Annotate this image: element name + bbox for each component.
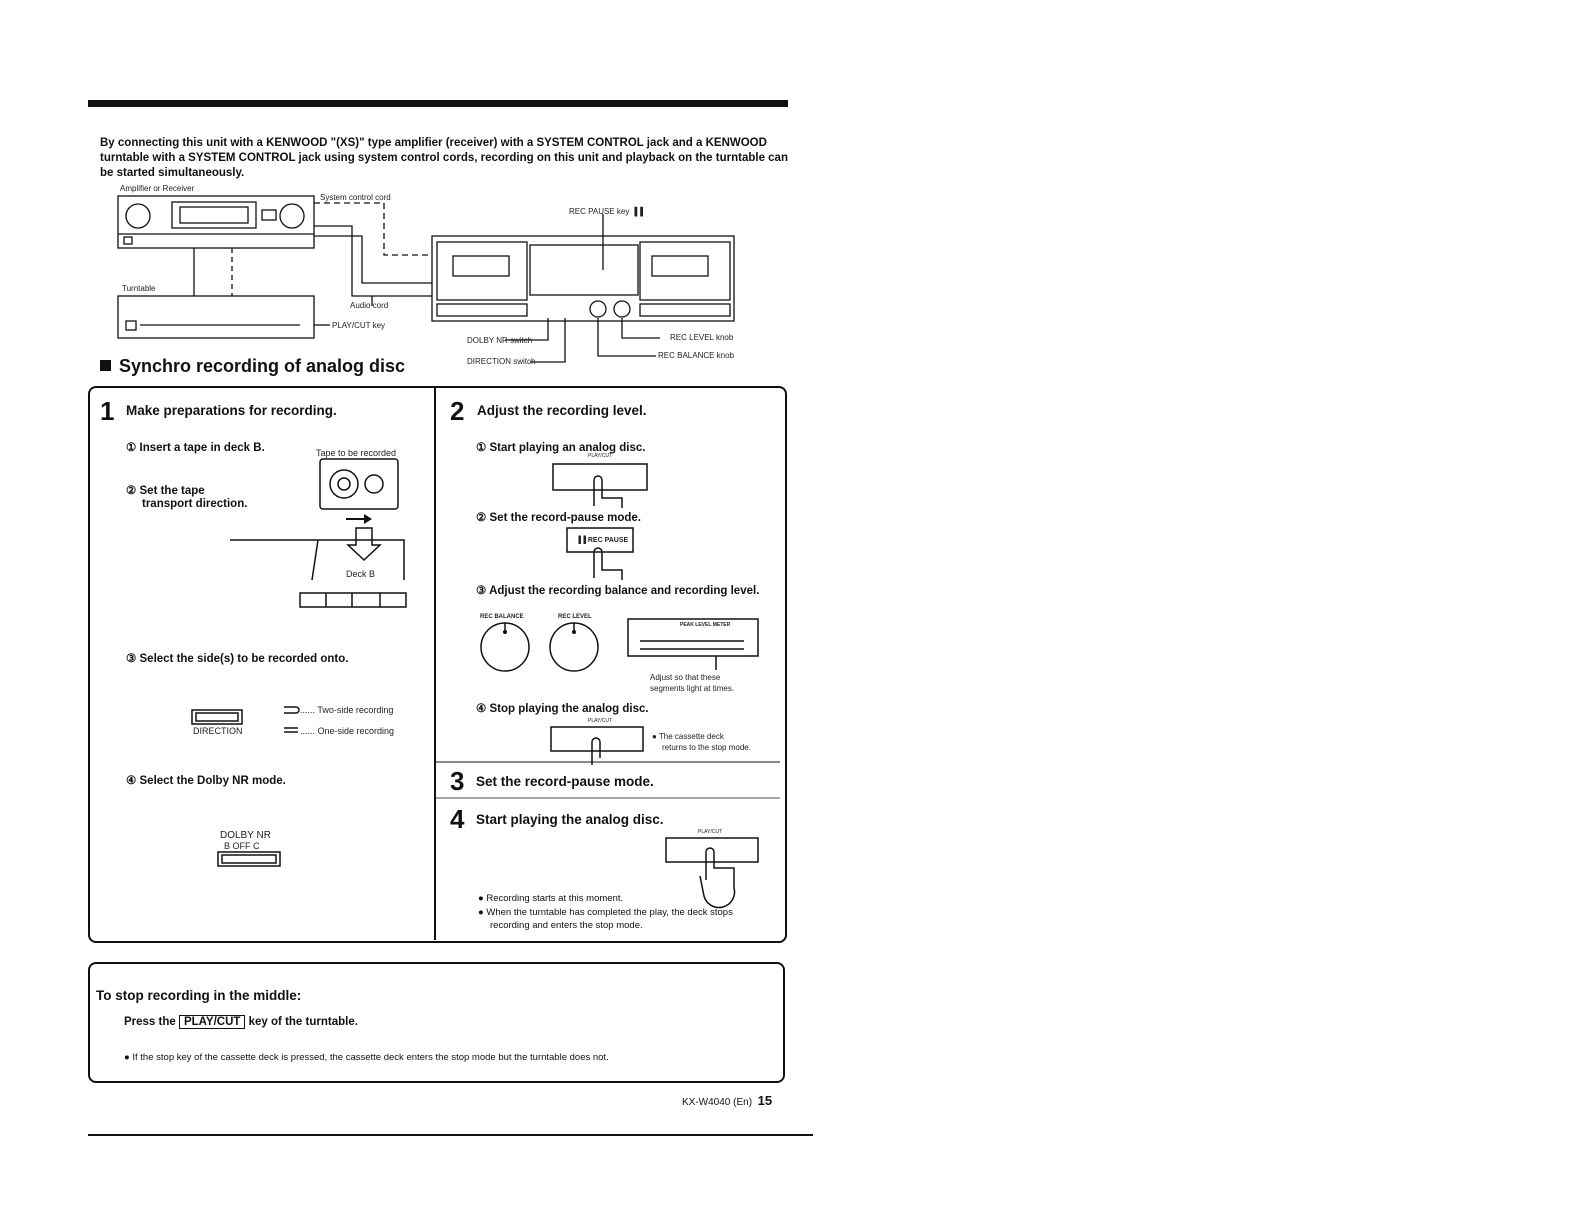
- page-number: 15: [757, 1093, 773, 1108]
- step2-sub4: ④ Stop playing the analog disc.: [476, 703, 649, 715]
- label-turntable: Turntable: [122, 284, 156, 293]
- step4-note-3: recording and enters the stop mode.: [490, 920, 643, 931]
- step2-sub1: ① Start playing an analog disc.: [476, 442, 646, 454]
- top-rule: [88, 100, 788, 107]
- step4-title: Start playing the analog disc.: [476, 812, 664, 827]
- step2-number: 2: [450, 396, 465, 426]
- stop-note-2: returns to the stop mode.: [662, 743, 751, 752]
- step2-sub3: ③ Adjust the recording balance and recor…: [476, 585, 760, 597]
- column-divider: [434, 388, 436, 940]
- step3-title: Set the record-pause mode.: [476, 774, 654, 789]
- page-footer: KX-W4040 (En) 15: [682, 1093, 773, 1108]
- intro-text: By connecting this unit with a KENWOOD "…: [100, 137, 788, 179]
- connection-diagram: [117, 195, 735, 363]
- label-rec-balance-knob: REC BALANCE knob: [658, 351, 735, 360]
- step2-illustrations: [436, 463, 780, 909]
- playcut-label-3: PLAY/CUT: [698, 829, 723, 835]
- label-audio-cord: Audio cord: [350, 301, 389, 310]
- dolby-title: DOLBY NR: [220, 830, 271, 841]
- deck-b-label: Deck B: [346, 569, 376, 579]
- label-dolby-switch: DOLBY NR switch: [467, 336, 533, 345]
- playcut-label-1: PLAY/CUT: [588, 453, 613, 459]
- step1-sub2b: transport direction.: [142, 498, 248, 510]
- step4-note-1: ● Recording starts at this moment.: [478, 893, 624, 904]
- stop-note: ● If the stop key of the cassette deck i…: [124, 1052, 609, 1063]
- step1-sub2a: ② Set the tape: [126, 485, 205, 497]
- stop-recording-box: [88, 962, 785, 1083]
- playcut-key-box: PLAY/CUT: [178, 1015, 246, 1029]
- step1-title: Make preparations for recording.: [126, 403, 337, 418]
- label-system-cord: System control cord: [320, 193, 391, 202]
- step1-sub1: ① Insert a tape in deck B.: [126, 442, 265, 454]
- step4-number: 4: [450, 804, 465, 834]
- two-side-label: ...... Two-side recording: [300, 705, 394, 715]
- rec-balance-label: REC BALANCE: [480, 614, 524, 620]
- label-amplifier: Amplifier or Receiver: [120, 184, 195, 193]
- peak-meter-title: PEAK LEVEL METER: [680, 622, 731, 628]
- playcut-label-2: PLAY/CUT: [588, 718, 613, 724]
- tape-deck-illustration: [230, 458, 407, 608]
- bottom-rule: [88, 1134, 813, 1136]
- tape-label: Tape to be recorded: [316, 448, 397, 458]
- step4-note-2: ● When the turntable has completed the p…: [478, 907, 733, 918]
- step1-sub3: ③ Select the side(s) to be recorded onto…: [126, 653, 349, 665]
- step2-sub2: ② Set the record-pause mode.: [476, 512, 641, 524]
- label-playcut-key: PLAY/CUT key: [332, 321, 386, 330]
- stop-note-1: ● The cassette deck: [652, 732, 724, 741]
- stop-instruction: Press the PLAY/CUT key of the turntable.: [124, 1015, 358, 1029]
- step1-sub4: ④ Select the Dolby NR mode.: [126, 775, 286, 787]
- step1-number: 1: [100, 396, 115, 426]
- direction-switch-illustration: [191, 706, 300, 867]
- label-direction-switch: DIRECTION switch: [467, 357, 536, 366]
- label-rec-pause-key: REC PAUSE key ▐▐: [569, 207, 643, 216]
- rec-pause-key-label: ▐▐ REC PAUSE: [576, 537, 629, 544]
- dolby-options: B OFF C: [224, 841, 260, 851]
- adjust-note-2: segments light at times.: [650, 684, 735, 693]
- instructions-box: [88, 386, 787, 943]
- one-side-label: ...... One-side recording: [300, 726, 395, 736]
- step2-title: Adjust the recording level.: [477, 403, 647, 418]
- direction-label: DIRECTION: [193, 726, 243, 736]
- rec-level-label: REC LEVEL: [558, 614, 592, 620]
- section-heading: Synchro recording of analog disc: [100, 356, 405, 377]
- step3-number: 3: [450, 766, 465, 796]
- stop-title: To stop recording in the middle:: [96, 988, 302, 1003]
- adjust-note-1: Adjust so that these: [650, 673, 721, 682]
- label-rec-level-knob: REC LEVEL knob: [670, 333, 734, 342]
